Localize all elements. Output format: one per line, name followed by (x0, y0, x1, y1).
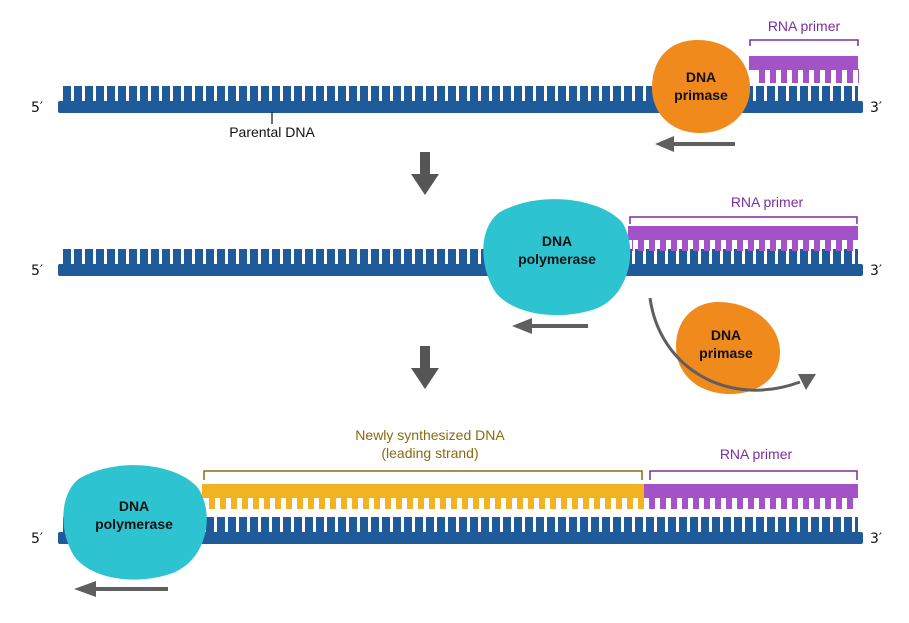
panel-2: 5′ 3′ RNA primer DNA polymerase DNA prim… (31, 194, 882, 394)
new-dna-label-line2: (leading strand) (381, 445, 478, 461)
polymerase-label-line2: polymerase (518, 251, 596, 267)
primase-label-line1: DNA (686, 69, 716, 85)
parental-dna-label: Parental DNA (229, 124, 315, 140)
primase-label-line2: primase (674, 87, 728, 103)
arrow-down-icon (411, 346, 439, 389)
polymerase-label-line2: polymerase (95, 516, 173, 532)
three-prime-label: 3′ (870, 531, 882, 547)
rna-primer-2 (628, 226, 858, 251)
five-prime-label: 5′ (31, 263, 43, 279)
arrow-down-icon (411, 152, 439, 195)
rna-primer-bracket (749, 39, 859, 46)
released-primase-line1: DNA (711, 327, 741, 343)
rna-primer-label: RNA primer (720, 446, 793, 462)
released-dna-primase-enzyme (676, 302, 780, 394)
curved-arrow-icon (648, 297, 816, 392)
arrow-left-icon (512, 318, 588, 334)
rna-primer-1 (749, 56, 859, 83)
new-dna-bracket (203, 470, 643, 480)
rna-primer-bracket (629, 216, 858, 224)
dna-polymerase-enzyme (63, 465, 207, 580)
panel-3: 5′ 3′ Newly synthesized DNA (leading str… (31, 427, 882, 597)
five-prime-label: 5′ (31, 531, 43, 547)
new-dna-label-line1: Newly synthesized DNA (355, 427, 505, 443)
template-dna-strand (58, 249, 863, 276)
dna-primase-enzyme (652, 40, 750, 133)
dna-polymerase-enzyme (483, 199, 631, 316)
leading-strand-new-dna (202, 484, 644, 509)
arrow-left-icon (74, 581, 168, 597)
rna-primer-label: RNA primer (731, 194, 804, 210)
five-prime-label: 5′ (31, 100, 43, 116)
polymerase-label-line1: DNA (119, 498, 149, 514)
three-prime-label: 3′ (870, 100, 882, 116)
panel-1: 5′ 3′ Parental DNA RNA primer DNA primas… (31, 18, 882, 152)
rna-primer-label: RNA primer (768, 18, 841, 34)
three-prime-label: 3′ (870, 263, 882, 279)
rna-primer-bracket (649, 470, 858, 480)
arrow-left-icon (655, 136, 735, 152)
released-primase-line2: primase (699, 345, 753, 361)
polymerase-label-line1: DNA (542, 233, 572, 249)
rna-primer-3 (644, 484, 858, 509)
template-dna-strand (58, 517, 863, 544)
